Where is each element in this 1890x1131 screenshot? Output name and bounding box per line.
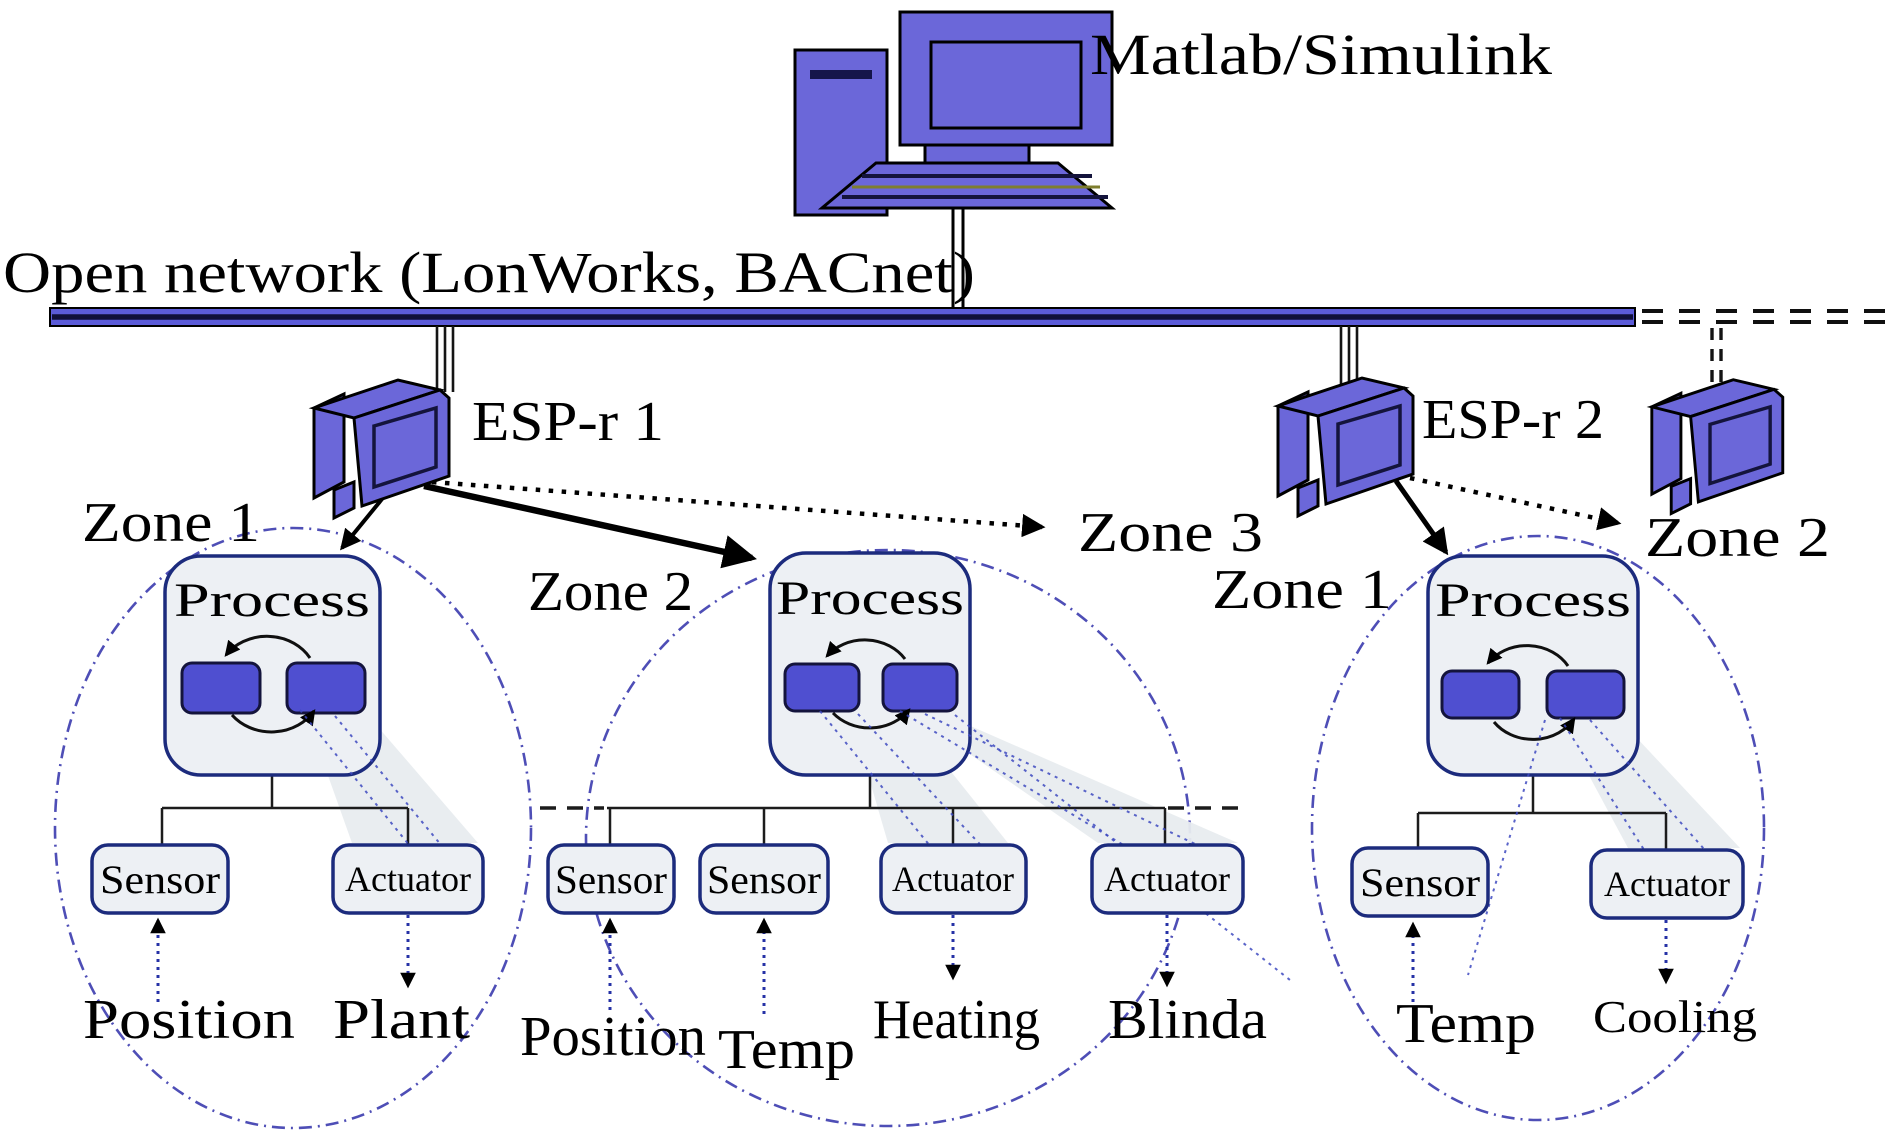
esp2-to-zone2-dotted-arrow xyxy=(1409,475,1622,531)
actuator-signal-label: Blinda xyxy=(1108,989,1267,1051)
feedback-loop-arrow xyxy=(1486,644,1570,667)
module-block xyxy=(1440,669,1521,720)
esp1-to-zone2-arrow xyxy=(423,482,757,569)
io-tree-lines xyxy=(1416,775,1668,850)
process-label: Process xyxy=(1435,574,1631,627)
module-block xyxy=(881,662,959,713)
feedback-loop-arrow xyxy=(831,708,911,730)
zone1-left-group: Process Sensor Actuator Position Plant xyxy=(83,554,485,1051)
actuator-signal-label: Cooling xyxy=(1593,991,1757,1042)
actuator-box xyxy=(1090,843,1245,915)
esp2-device-icon xyxy=(1276,376,1415,518)
process-box xyxy=(768,551,972,777)
module-block xyxy=(1545,669,1626,720)
module-block xyxy=(783,662,861,713)
computer-label: Matlab/Simulink xyxy=(1090,22,1552,87)
monitor-neck xyxy=(923,143,1031,165)
sensor-box xyxy=(698,843,830,915)
zone1-left-ellipse xyxy=(53,526,533,1130)
io-tree-lines xyxy=(607,775,1167,845)
zone2-remote-label: Zone 2 xyxy=(1645,507,1830,569)
feedback-loop-arrow xyxy=(224,634,312,659)
module-block xyxy=(285,661,367,715)
sensor-box-label: Sensor xyxy=(100,857,220,902)
process-box xyxy=(1426,554,1640,777)
sensor-box xyxy=(1350,846,1490,918)
process-label: Process xyxy=(174,574,370,627)
sensor-box-label: Sensor xyxy=(707,857,821,902)
spare-device-icon xyxy=(1650,378,1785,516)
io-tree-lines xyxy=(160,775,410,845)
signal-trace-line xyxy=(1559,717,1649,857)
process-box xyxy=(163,554,382,777)
actuator-signal-label: Heating xyxy=(873,989,1040,1051)
esp2-bus-connector xyxy=(1339,326,1359,388)
esp1-bus-connector xyxy=(435,326,455,392)
actuator-box-label: Actuator xyxy=(345,859,471,899)
esp1-to-zone3-dotted-arrow xyxy=(431,479,1046,538)
module-block xyxy=(180,661,262,715)
zone2-middle-label: Zone 2 xyxy=(528,561,693,623)
sensor-box-label: Sensor xyxy=(555,857,667,902)
esp2-to-zone1-arrow xyxy=(1393,479,1449,556)
signal-trace-line xyxy=(857,713,991,856)
signal-trace-line xyxy=(899,710,1141,856)
actuator-signal-label: Plant xyxy=(333,989,471,1051)
network-label: Open network (LonWorks, BACnet) xyxy=(3,240,975,305)
zone1-right-group: Process Sensor Actuator Temp Cooling xyxy=(1350,554,1757,1055)
network-bus xyxy=(49,307,1888,327)
sensor-signal-label: Position xyxy=(520,1006,706,1068)
sensor-signal-label: Temp xyxy=(1396,993,1536,1055)
esp1-device-icon xyxy=(312,378,451,520)
sensor-box xyxy=(546,843,676,915)
actuator-box-label: Actuator xyxy=(1604,864,1730,904)
signal-trace-line xyxy=(819,710,936,853)
signal-trace-line xyxy=(924,713,1223,858)
actuator-box xyxy=(879,843,1028,915)
zone1-right-label: Zone 1 xyxy=(1212,559,1392,621)
sensor-box xyxy=(90,843,230,915)
process-label: Process xyxy=(776,572,964,625)
actuator-box xyxy=(331,843,485,915)
sensor-box-label: Sensor xyxy=(1360,860,1480,905)
sensor-signal-label: Temp xyxy=(718,1019,855,1081)
monitor-screen xyxy=(929,40,1083,130)
zone3-remote-label: Zone 3 xyxy=(1078,502,1263,564)
zone2-middle-group: Process Sensor Sensor Actuator Actuator … xyxy=(520,551,1291,1081)
zone1-right-ellipse xyxy=(1310,534,1766,1122)
desktop-computer-icon xyxy=(793,10,1117,312)
sensor-signal-label: Position xyxy=(83,989,295,1051)
actuator-box xyxy=(1589,848,1745,920)
feedback-loop-arrow xyxy=(825,638,907,660)
tower-drive-slot xyxy=(810,70,872,79)
signal-trace-line xyxy=(1589,719,1713,859)
actuator-box-label: Actuator xyxy=(892,859,1014,899)
actuator-box-label: Actuator xyxy=(1104,859,1230,899)
esp1-label: ESP-r 1 xyxy=(472,391,664,453)
zone1-left-label: Zone 1 xyxy=(82,492,260,554)
esp2-label: ESP-r 2 xyxy=(1422,389,1604,451)
feedback-loop-arrow xyxy=(230,709,316,734)
feedback-loop-arrow xyxy=(1492,717,1576,741)
